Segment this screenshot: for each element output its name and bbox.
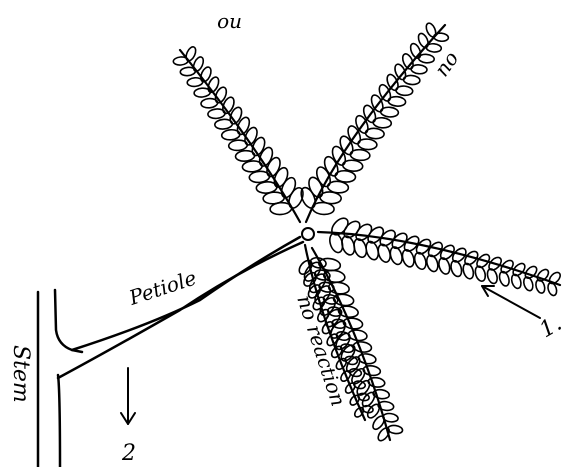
leaflet: [194, 88, 211, 98]
leaflet: [306, 175, 325, 199]
leaflet: [298, 185, 318, 210]
leaflet: [424, 22, 437, 39]
leaflet: [228, 106, 244, 126]
leaflet: [180, 67, 196, 76]
leaflet: [221, 129, 240, 140]
pinna-right: [318, 232, 560, 285]
leaflet: [235, 116, 252, 137]
leaflet: [377, 83, 393, 103]
leaflet: [373, 389, 390, 400]
leaflet: [314, 165, 333, 189]
leaflet: [214, 119, 232, 130]
stem-label: Stem: [8, 345, 33, 403]
arrow-2-label: 2: [121, 441, 136, 466]
leaflet: [257, 146, 275, 168]
leaflet: [368, 377, 386, 388]
leaflet: [187, 77, 203, 87]
pulvinus-node: [302, 228, 314, 240]
leaflet: [330, 144, 348, 167]
leaflet: [348, 329, 368, 342]
arrow-2: [121, 368, 135, 424]
leaflet: [221, 96, 237, 116]
leaflet: [250, 136, 267, 158]
leaflets: [173, 22, 562, 443]
leaflet: [279, 176, 298, 200]
leaflet: [243, 126, 260, 147]
leaflet: [358, 353, 377, 365]
arrow-1-label: 1.: [536, 311, 567, 343]
leaflet: [264, 156, 282, 179]
leaflet: [322, 155, 341, 178]
leaflet: [208, 108, 226, 119]
leaflet: [235, 150, 255, 162]
leaflet: [173, 56, 188, 65]
leaflet: [353, 341, 372, 353]
no-label-top: no: [217, 13, 242, 37]
stem: [38, 290, 82, 467]
petiole: [58, 237, 303, 378]
leaflet: [228, 139, 247, 151]
leaflet: [333, 293, 355, 307]
leaflet: [363, 365, 381, 377]
leaflet: [201, 98, 218, 109]
leaflet: [272, 166, 291, 189]
